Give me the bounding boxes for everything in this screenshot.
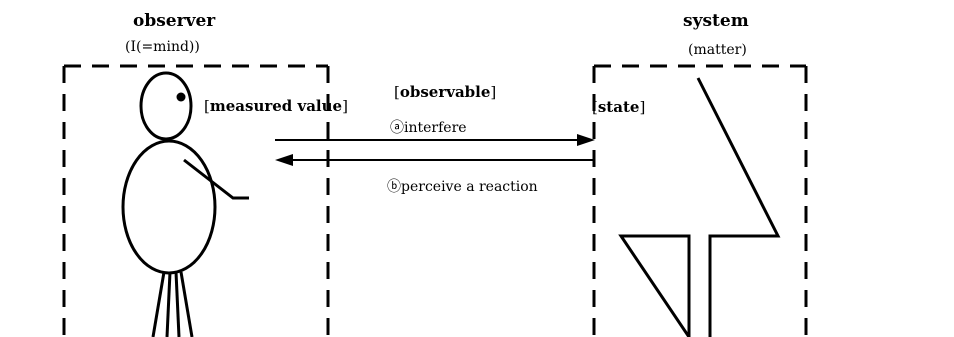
observer-body [121,139,217,275]
interfere-text: interfere [404,120,467,136]
perceive-text: perceive a reaction [401,179,538,195]
state-label: [state] [592,100,645,115]
observable-label: [observable] [394,85,496,100]
state-text: state [597,98,640,116]
observer-figure [121,71,249,337]
measured-value-text: measured value [209,97,343,115]
observable-text: observable [399,83,491,101]
observer-arm [183,158,249,200]
bracket-close: ] [342,97,348,115]
observer-leg [151,271,166,337]
observer-box [62,64,330,337]
bracket-open: [ [592,98,598,116]
system-title: system [683,11,749,31]
interfere-label: ⓐinterfere [390,121,467,135]
observer-leg [174,271,181,337]
perceive-marker: ⓑ [387,179,401,195]
observer-eye [176,92,186,102]
system-subtitle: (matter) [688,42,747,58]
bracket-open: [ [394,83,400,101]
bracket-close: ] [639,98,646,116]
measured-value-label: [measured value] [204,99,348,114]
bracket-open: [ [204,97,210,115]
system-box [592,64,808,337]
observer-title: observer [133,11,216,31]
observer-head [139,71,193,141]
observer-leg [179,271,194,337]
interfere-arrow [275,134,595,146]
perceive-arrow [275,154,594,166]
system-arrow-shape [618,77,781,337]
observer-leg [165,271,172,337]
interfere-marker: ⓐ [390,120,404,136]
observer-subtitle: (I(=mind)) [125,39,200,55]
bracket-close: ] [490,83,497,101]
perceive-label: ⓑperceive a reaction [387,180,538,194]
